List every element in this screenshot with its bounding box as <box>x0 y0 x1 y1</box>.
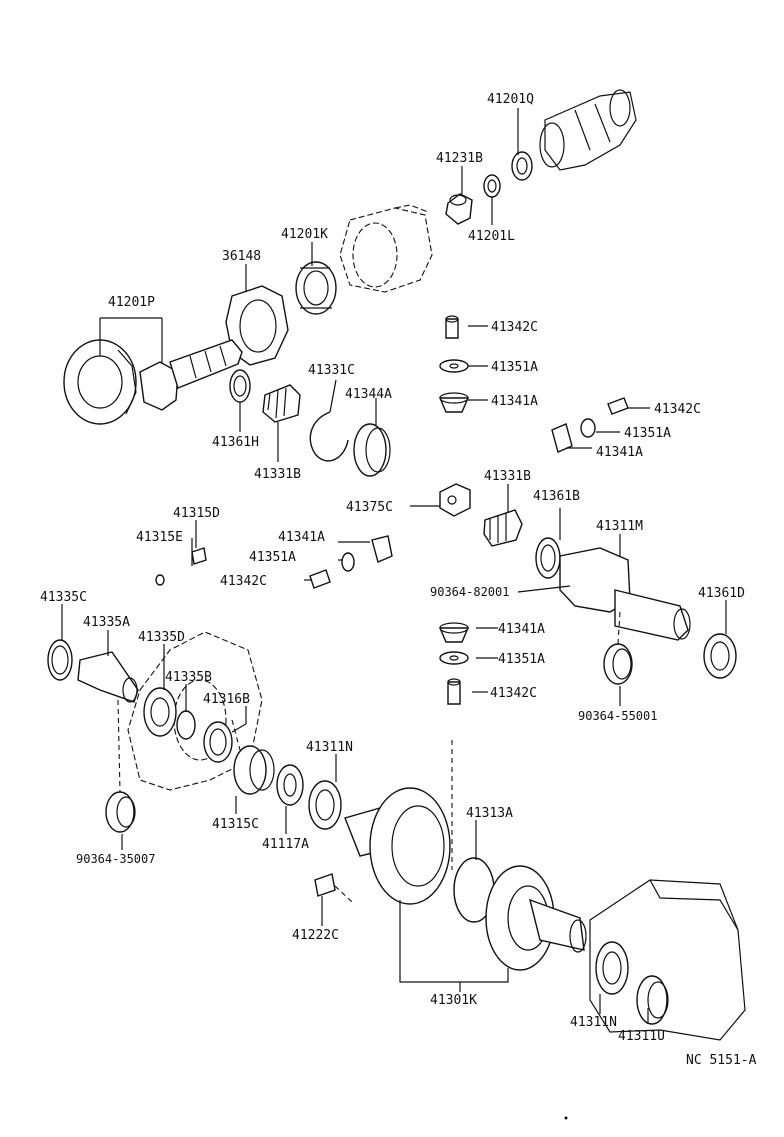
bolt-41222c-drawing <box>314 873 353 903</box>
label-41201q: 41201Q <box>487 92 534 107</box>
washer-41351a-a-drawing <box>439 359 469 373</box>
washer-41117a-drawing <box>276 764 304 806</box>
bearing-41201k-drawing <box>295 261 337 315</box>
label-41341a-a: 41341A <box>491 394 538 409</box>
housing-41201k-drawing <box>339 204 433 293</box>
seal-41201q-drawing <box>511 151 533 181</box>
gasket-36148-drawing <box>225 285 289 366</box>
pin-41342c-a-drawing <box>445 315 459 339</box>
bearing-41311n-b-drawing <box>595 941 629 995</box>
shaft-41335a-drawing <box>77 651 139 703</box>
ring-41361d-drawing <box>703 633 737 679</box>
label-41341a-c: 41341A <box>278 530 325 545</box>
label-41231b: 41231B <box>436 151 483 166</box>
label-36148: 36148 <box>222 249 261 264</box>
pin-41342c-d-drawing <box>447 678 461 705</box>
ring-gear-pinion-41201p-drawing <box>63 339 243 425</box>
leader-lines <box>61 108 727 1024</box>
pinion-41341a-c-drawing <box>371 535 393 563</box>
pinion-41341a-d-drawing <box>438 622 470 643</box>
label-41344a: 41344A <box>345 387 392 402</box>
sleeve-41344a-drawing <box>353 423 391 477</box>
label-41331b-b: 41331B <box>484 469 531 484</box>
label-41335c: 41335C <box>40 590 87 605</box>
label-41311n-a: 41311N <box>306 740 353 755</box>
label-41351a-c: 41351A <box>249 550 296 565</box>
label-41361h: 41361H <box>212 435 259 450</box>
sleeve-41315c-drawing <box>233 745 275 795</box>
label-41331b-a: 41331B <box>254 467 301 482</box>
alignment-lines <box>117 611 621 870</box>
seal-41311u-drawing <box>636 975 669 1025</box>
ring-41316b-drawing <box>203 721 233 763</box>
plug-41231b-drawing <box>445 193 473 225</box>
label-41315e: 41315E <box>136 530 183 545</box>
pinion-41341a-a-drawing <box>438 392 470 413</box>
snap-ring-41331c-drawing <box>309 411 349 462</box>
ring-41361h-drawing <box>229 369 251 403</box>
block-41375c-drawing <box>439 483 471 517</box>
label-41342c-b: 41342C <box>654 402 701 417</box>
bearing-41335d-drawing <box>143 687 177 737</box>
gear-41331b-drawing <box>262 384 301 423</box>
label-41315c: 41315C <box>212 817 259 832</box>
label-90364-82001: 90364-82001 <box>430 585 509 599</box>
label-41351a-d: 41351A <box>498 652 545 667</box>
washer-41351a-c-drawing <box>341 552 355 572</box>
label-41316b: 41316B <box>203 692 250 707</box>
bolt-41315d-drawing <box>191 547 207 565</box>
label-41331c: 41331C <box>308 363 355 378</box>
diagram-code: NC 5151-A <box>686 1053 757 1068</box>
label-41311u: 41311U <box>618 1029 665 1044</box>
gear-41331b-b-drawing <box>483 509 523 547</box>
seal-90364-35007-drawing <box>105 791 136 833</box>
part-labels: 41201Q 41231B 41201L 41201K 36148 41201P… <box>40 92 745 1044</box>
washer-41351a-b-drawing <box>580 418 596 438</box>
housing-41201q-drawing <box>539 89 637 171</box>
flange-41301k-a-drawing <box>344 787 451 905</box>
label-41341a-b: 41341A <box>596 445 643 460</box>
ring-41361b-drawing <box>535 537 561 579</box>
ring-41335b-drawing <box>176 710 196 740</box>
washer-41351a-d-drawing <box>439 651 469 665</box>
ring-41315e-drawing <box>155 574 165 586</box>
label-41315d: 41315D <box>173 506 220 521</box>
label-41311m: 41311M <box>596 519 643 534</box>
case-drawing <box>589 879 746 1041</box>
label-41341a-d: 41341A <box>498 622 545 637</box>
label-41201p: 41201P <box>108 295 155 310</box>
label-41201k: 41201K <box>281 227 328 242</box>
label-41335d: 41335D <box>138 630 185 645</box>
print-dot <box>564 1116 568 1120</box>
label-41313a: 41313A <box>466 806 513 821</box>
label-41335a: 41335A <box>83 615 130 630</box>
pinion-41341a-b-drawing <box>551 423 573 453</box>
pin-41342c-c-drawing <box>309 569 331 589</box>
label-41117a: 41117A <box>262 837 309 852</box>
label-41342c-c: 41342C <box>220 574 267 589</box>
flange-41301k-b-drawing <box>485 865 587 971</box>
label-41222c: 41222C <box>292 928 339 943</box>
label-41375c: 41375C <box>346 500 393 515</box>
ring-41201l-drawing <box>483 174 501 198</box>
label-41342c-a: 41342C <box>491 320 538 335</box>
label-41361d: 41361D <box>698 586 745 601</box>
label-41301k: 41301K <box>430 993 477 1008</box>
label-41311n-b: 41311N <box>570 1015 617 1030</box>
label-41201l: 41201L <box>468 229 515 244</box>
bearing-41311n-drawing <box>308 780 342 830</box>
seal-90364-55001-drawing <box>603 643 633 685</box>
shaft-41311m-drawing <box>559 547 691 641</box>
pin-41342c-b-drawing <box>607 397 629 415</box>
label-41335b: 41335B <box>165 670 212 685</box>
label-41361b: 41361B <box>533 489 580 504</box>
label-90364-55001: 90364-55001 <box>578 709 657 723</box>
label-41342c-d: 41342C <box>490 686 537 701</box>
label-41351a-a: 41351A <box>491 360 538 375</box>
label-90364-35007: 90364-35007 <box>76 852 155 866</box>
ring-41335c-drawing <box>47 639 73 681</box>
label-41351a-b: 41351A <box>624 426 671 441</box>
